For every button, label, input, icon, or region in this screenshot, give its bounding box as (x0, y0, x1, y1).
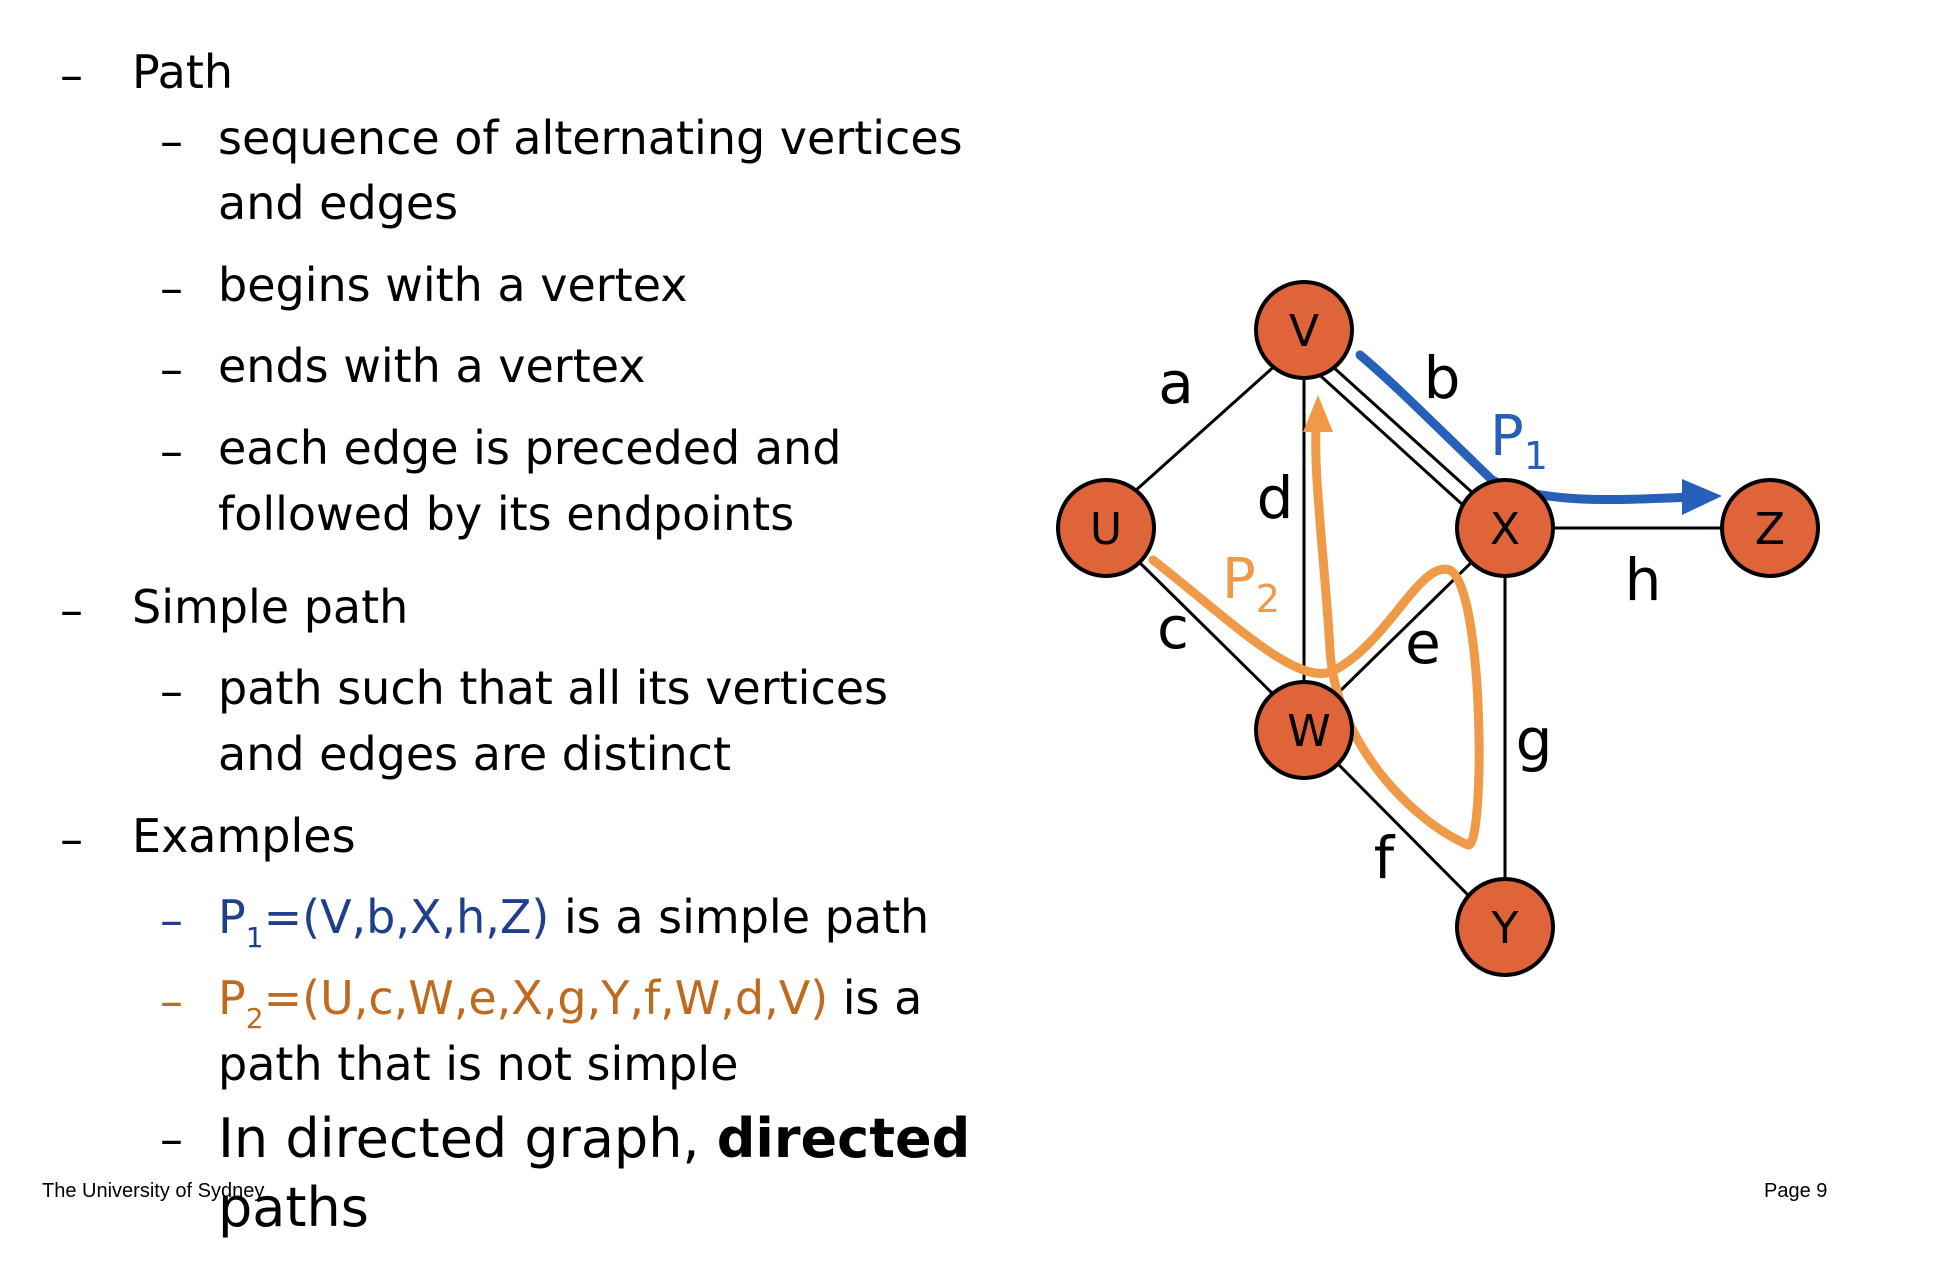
simple-item-cont: and edges are distinct (218, 727, 732, 781)
footer-page-number: Page 9 (1764, 1180, 1828, 1202)
vertex-u (1056, 478, 1156, 578)
example-p1: P1=(V,b,X,h,Z) is a simple path (218, 885, 929, 956)
edge-f (1334, 760, 1472, 899)
example-directed: In directed graph, directed (218, 1106, 970, 1171)
vertex-label-z: Z (1755, 504, 1785, 555)
path-item-preceded-cont: followed by its endpoints (218, 487, 795, 541)
path-label-p1: P1 (1490, 404, 1548, 478)
bullet-path: Path (132, 45, 234, 99)
vertex-z (1720, 478, 1820, 578)
edge-label-c: c (1157, 594, 1189, 662)
example-directed-cont: paths (218, 1176, 369, 1239)
example-p2-cont: path that is not simple (218, 1037, 739, 1091)
bullet-dash: – (60, 583, 83, 637)
bullet-dash: – (160, 261, 183, 315)
edge-label-g: g (1516, 706, 1553, 774)
bullet-examples: Examples (132, 809, 356, 863)
p2-subscript: 2 (245, 1002, 264, 1035)
p1-tuple: =(V,b,X,h,Z) (263, 890, 550, 944)
bullet-dash: – (160, 893, 183, 947)
bullet-dash: – (160, 114, 183, 168)
path-item-ends: ends with a vertex (218, 339, 646, 393)
path-item-begins: begins with a vertex (218, 258, 688, 312)
edge-label-b: b (1424, 344, 1461, 412)
edge-label-f: f (1374, 824, 1396, 892)
path-p2 (1148, 405, 1484, 850)
path-label-p2: P2 (1222, 547, 1280, 621)
bullet-dash: – (160, 974, 183, 1028)
vertex-label-u: U (1090, 504, 1122, 555)
p1-description: is a simple path (549, 890, 930, 944)
directed-bold: directed (716, 1107, 971, 1170)
vertex-w (1254, 680, 1354, 780)
path-label-p1-subscript: 1 (1524, 434, 1548, 478)
bullet-simple-path: Simple path (132, 580, 409, 634)
path-item-preceded: each edge is preceded and (218, 421, 842, 475)
path-item-sequence: sequence of alternating vertices (218, 111, 963, 165)
bullet-dash: – (160, 342, 183, 396)
path-p1-arrowhead (1682, 479, 1722, 515)
path-label-p2-letter: P (1222, 547, 1256, 612)
path-item-sequence-cont: and edges (218, 176, 459, 230)
vertex-y (1455, 877, 1555, 977)
vertex-label-x: X (1490, 504, 1520, 555)
simple-item: path such that all its vertices (218, 661, 889, 715)
directed-prefix: In directed graph, (218, 1107, 717, 1170)
edge-c (1135, 558, 1276, 697)
edge-b-1 (1320, 355, 1498, 516)
bullet-dash: – (160, 424, 183, 478)
bullet-dash: – (60, 48, 83, 102)
path-label-p1-letter: P (1490, 404, 1524, 469)
edge-label-h: h (1625, 546, 1662, 614)
vertex-label-y: Y (1491, 903, 1519, 954)
p2-letter: P (218, 971, 246, 1025)
edge-label-e: e (1405, 609, 1441, 677)
bullet-dash: – (60, 812, 83, 866)
vertex-x (1455, 478, 1555, 578)
vertex-label-v: V (1289, 306, 1319, 357)
bullet-dash: – (160, 1112, 183, 1166)
p1-subscript: 1 (245, 921, 264, 954)
p1-letter: P (218, 890, 246, 944)
edge-label-d: d (1257, 464, 1294, 532)
vertex-v (1254, 280, 1354, 380)
edge-label-a: a (1158, 349, 1194, 417)
vertex-label-w: W (1287, 706, 1331, 757)
path-label-p2-subscript: 2 (1256, 577, 1280, 621)
example-p2: P2=(U,c,W,e,X,g,Y,f,W,d,V) is a (218, 966, 922, 1037)
footer-university: The University of Sydney (42, 1180, 265, 1202)
p2-description: is a (828, 971, 923, 1025)
bullet-dash: – (160, 664, 183, 718)
p2-tuple: =(U,c,W,e,X,g,Y,f,W,d,V) (263, 971, 829, 1025)
edge-b-2 (1311, 367, 1488, 528)
path-p2-arrowhead (1303, 395, 1333, 432)
